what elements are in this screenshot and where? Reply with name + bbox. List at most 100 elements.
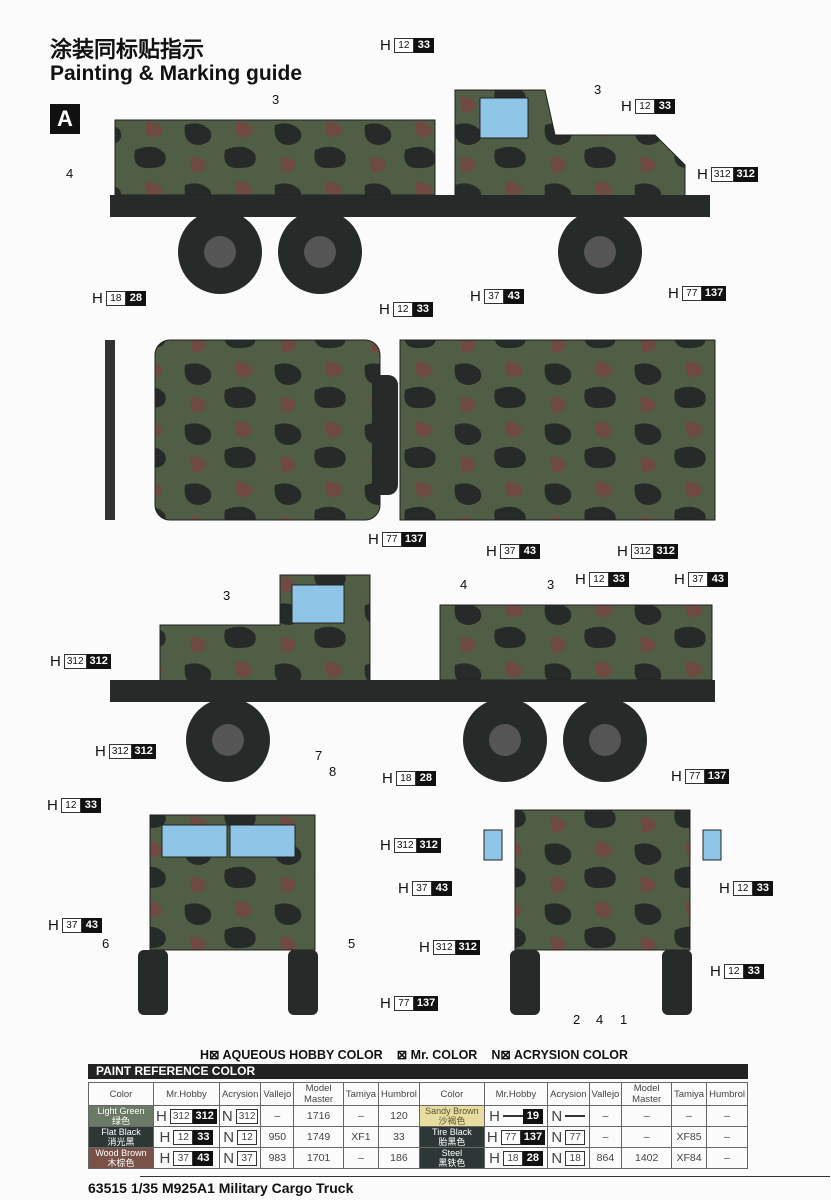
vallejo-code: –: [260, 1105, 295, 1127]
mm-code: 1716: [293, 1105, 344, 1127]
column-header: Color: [88, 1082, 154, 1106]
part-number: 3: [547, 577, 555, 592]
tamiya-code: –: [670, 1105, 708, 1127]
legend-mr-color: ⊠ Mr. COLOR: [396, 1048, 478, 1062]
column-header: Model Master: [621, 1082, 672, 1106]
part-number: 3: [594, 82, 602, 97]
part-number: 3: [223, 588, 231, 603]
mm-code: 1749: [293, 1126, 344, 1148]
color-name: Sandy Brown: [425, 1106, 479, 1116]
column-header: Humbrol: [706, 1082, 748, 1106]
vallejo-code: 864: [588, 1147, 623, 1169]
mm-code: 1701: [293, 1147, 344, 1169]
title-chinese: 涂装同标贴指示: [50, 37, 205, 62]
part-number: 4: [66, 166, 74, 181]
mm-code: 1402: [621, 1147, 672, 1169]
humbrol-code: 186: [377, 1147, 420, 1169]
column-header: Acrysion: [218, 1082, 262, 1106]
color-name-cn: 消光黑: [107, 1137, 135, 1147]
tamiya-code: XF1: [342, 1126, 379, 1148]
column-header: Tamiya: [342, 1082, 379, 1106]
humbrol-code: –: [706, 1126, 748, 1148]
column-header: Mr.Hobby: [483, 1082, 549, 1106]
vallejo-code: 983: [260, 1147, 295, 1169]
tamiya-code: XF84: [670, 1147, 708, 1169]
part-number: 4: [596, 1012, 604, 1027]
column-header: Mr.Hobby: [153, 1082, 220, 1106]
vallejo-code: –: [588, 1105, 623, 1127]
part-number: 6: [102, 936, 110, 951]
rear-view: [483, 809, 722, 1015]
color-name: Steel: [441, 1148, 463, 1158]
footer-title: 63515 1/35 M925A1 Military Cargo Truck: [88, 1180, 354, 1196]
part-number: 2: [573, 1012, 581, 1027]
color-name-cn: 沙褐色: [438, 1116, 466, 1126]
color-name: Wood Brown: [95, 1148, 147, 1158]
column-header: Model Master: [293, 1082, 344, 1106]
mm-code: –: [621, 1105, 672, 1127]
color-name-cn: 胎黑色: [438, 1137, 466, 1147]
legend-aqueous: H⊠ AQUEOUS HOBBY COLOR: [200, 1048, 383, 1062]
humbrol-code: 120: [377, 1105, 420, 1127]
humbrol-code: –: [706, 1147, 748, 1169]
part-number: 7: [315, 748, 323, 763]
column-header: Tamiya: [670, 1082, 708, 1106]
column-header: Vallejo: [588, 1082, 623, 1106]
part-number: 8: [329, 764, 337, 779]
part-number: 1: [620, 1012, 628, 1027]
tamiya-code: XF85: [670, 1126, 708, 1148]
tamiya-code: –: [342, 1105, 379, 1127]
vallejo-code: 950: [260, 1126, 295, 1148]
color-name: Light Green: [97, 1106, 145, 1116]
color-name: Flat Black: [101, 1127, 141, 1137]
color-name: Tire Black: [432, 1127, 472, 1137]
title-english: Painting & Marking guide: [50, 62, 303, 85]
mm-code: –: [621, 1126, 672, 1148]
color-name-cn: 绿色: [111, 1116, 130, 1126]
column-header: Humbrol: [377, 1082, 420, 1106]
color-name-cn: 木棕色: [107, 1158, 135, 1168]
part-number: 5: [348, 936, 356, 951]
side-view-right: [110, 574, 715, 782]
vallejo-code: –: [588, 1126, 623, 1148]
humbrol-code: 33: [377, 1126, 420, 1148]
tamiya-code: –: [342, 1147, 379, 1169]
footer-divider: [140, 1176, 830, 1177]
